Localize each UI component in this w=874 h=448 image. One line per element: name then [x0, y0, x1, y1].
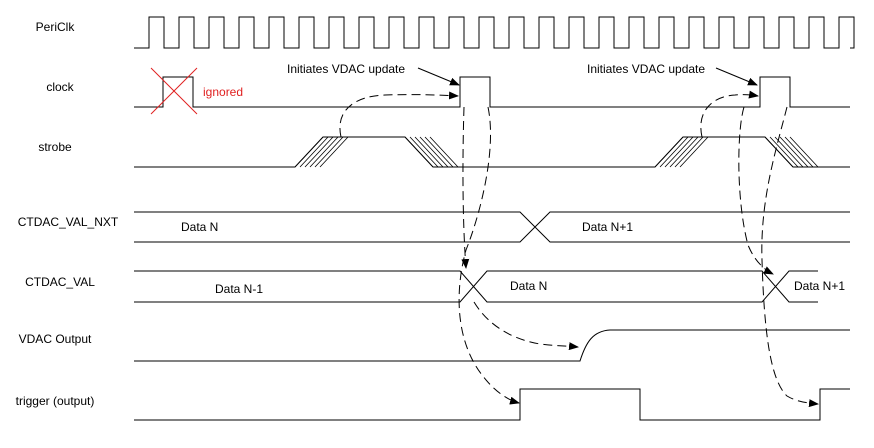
- periclk-waveform: [134, 16, 855, 49]
- initiates-vdac-update-2: Initiates VDAC update: [587, 62, 705, 76]
- data-n1-nxt: Data N+1: [582, 220, 633, 234]
- data-nm1-val: Data N-1: [215, 282, 263, 296]
- label-periclk: PeriClk: [36, 20, 76, 34]
- trigger-waveform: [134, 388, 850, 421]
- clock-waveform: [134, 76, 850, 108]
- label-ctdac-val-nxt: CTDAC_VAL_NXT: [18, 215, 119, 229]
- label-strobe: strobe: [38, 140, 72, 154]
- dashed-arrow-clock-to-val-2: [738, 106, 774, 275]
- strobe-waveform: [134, 136, 850, 168]
- label-vdac-output: VDAC Output: [19, 332, 92, 346]
- dashed-arrow-val-to-vdac: [473, 301, 579, 351]
- label-clock: clock: [46, 80, 74, 94]
- ctdac-val-nxt-bus: [134, 211, 850, 243]
- ignored-cross-icon: [150, 67, 198, 115]
- dashed-arrow-strobe-to-clock-2: [700, 90, 759, 138]
- data-n1-val: Data N+1: [794, 279, 845, 293]
- data-n-val: Data N: [510, 279, 547, 293]
- strobe-hatching: [294, 136, 819, 168]
- dashed-arrow-clock-to-val-1: [461, 106, 470, 269]
- dashed-arrow-strobe-to-clock-1: [339, 91, 459, 138]
- data-n-nxt: Data N: [181, 220, 218, 234]
- ctdac-val-bus: [134, 270, 818, 303]
- initiates-arrow-2: [715, 67, 758, 86]
- vdac-output-waveform: [134, 329, 850, 362]
- dashed-arrow-clock-to-trigger-1: [458, 106, 520, 405]
- initiates-arrow-1: [417, 67, 460, 86]
- initiates-vdac-update-1: Initiates VDAC update: [287, 62, 405, 76]
- label-trigger: trigger (output): [16, 394, 95, 408]
- ignored-label: ignored: [203, 85, 243, 99]
- dashed-arrow-clock-to-trigger-2: [761, 106, 819, 408]
- label-ctdac-val: CTDAC_VAL: [25, 275, 95, 289]
